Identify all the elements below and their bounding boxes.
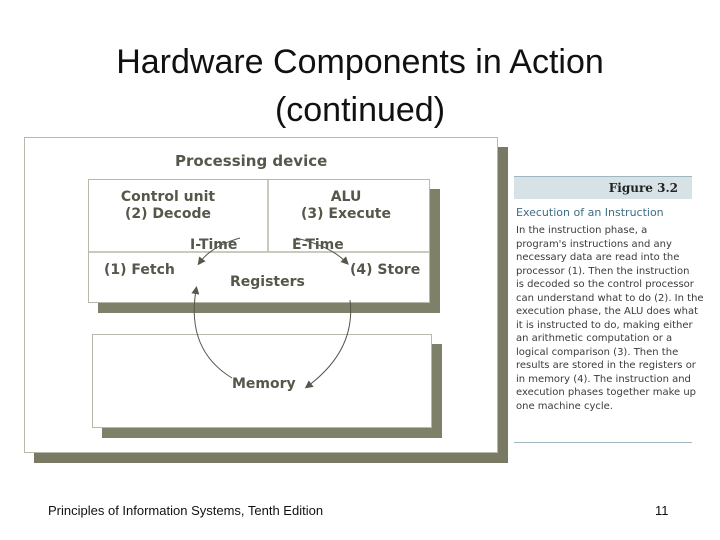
caption-line: can understand what to do (2). In the [516, 292, 704, 304]
caption-line: results are stored in the registers or [516, 360, 696, 371]
figure-label-bar: Figure 3.2 [514, 176, 692, 199]
caption-line: it is instructed to do, making either [516, 319, 693, 331]
slide-title: Hardware Components in Action (continued… [0, 38, 720, 134]
control-unit-title: Control unit [120, 189, 216, 205]
memory-label: Memory [232, 376, 296, 392]
store-to-memory-arrow [304, 299, 352, 389]
i-time-label: I-Time [190, 237, 238, 253]
caption-line: processor (1). Then the instruction [516, 265, 690, 277]
page-number: 11 [655, 503, 669, 518]
caption-line: logical comparison (3). Then the [516, 346, 679, 358]
e-time-label: E-Time [292, 237, 344, 253]
processing-device-label: Processing device [175, 152, 328, 170]
control-unit-label: Control unit (2) Decode [108, 189, 228, 223]
processor-box [88, 179, 430, 303]
caption-line: necessary data are read into the [516, 252, 680, 263]
caption-line: execution phase, the ALU does what [516, 306, 699, 317]
slide-title-line-2: (continued) [274, 91, 446, 129]
caption-line: execution phases together make up [516, 387, 697, 398]
memory-box [92, 334, 432, 428]
caption-bottom-rule [514, 442, 692, 443]
figure-label: Figure 3.2 [608, 181, 678, 195]
slide-title-line-1: Hardware Components in Action [116, 43, 604, 81]
caption-line: program's instructions and any [516, 238, 672, 250]
e-time-arrow [295, 237, 349, 265]
caption-line: in memory (4). The instruction and [516, 373, 691, 385]
decode-step: (2) Decode [125, 206, 211, 222]
caption-body: In the instruction phase, a program's in… [516, 224, 704, 413]
caption-line: In the instruction phase, a [516, 225, 648, 236]
execute-step: (3) Execute [301, 206, 391, 222]
alu-title: ALU [330, 189, 362, 205]
store-step: (4) Store [350, 262, 421, 278]
caption-line: one machine cycle. [516, 400, 613, 412]
caption-line: is decoded so the control processor [516, 279, 694, 290]
footer-source: Principles of Information Systems, Tenth… [48, 503, 324, 518]
i-time-arrow [197, 237, 241, 266]
caption-heading: Execution of an Instruction [516, 206, 664, 219]
caption-line: an arithmetic computation or a [516, 333, 673, 344]
memory-to-fetch-arrow [191, 286, 233, 379]
figure-caption-panel: Figure 3.2 Execution of an Instruction I… [514, 176, 704, 444]
fetch-step: (1) Fetch [104, 262, 175, 278]
registers-label: Registers [230, 274, 305, 290]
alu-label: ALU (3) Execute [284, 189, 408, 223]
